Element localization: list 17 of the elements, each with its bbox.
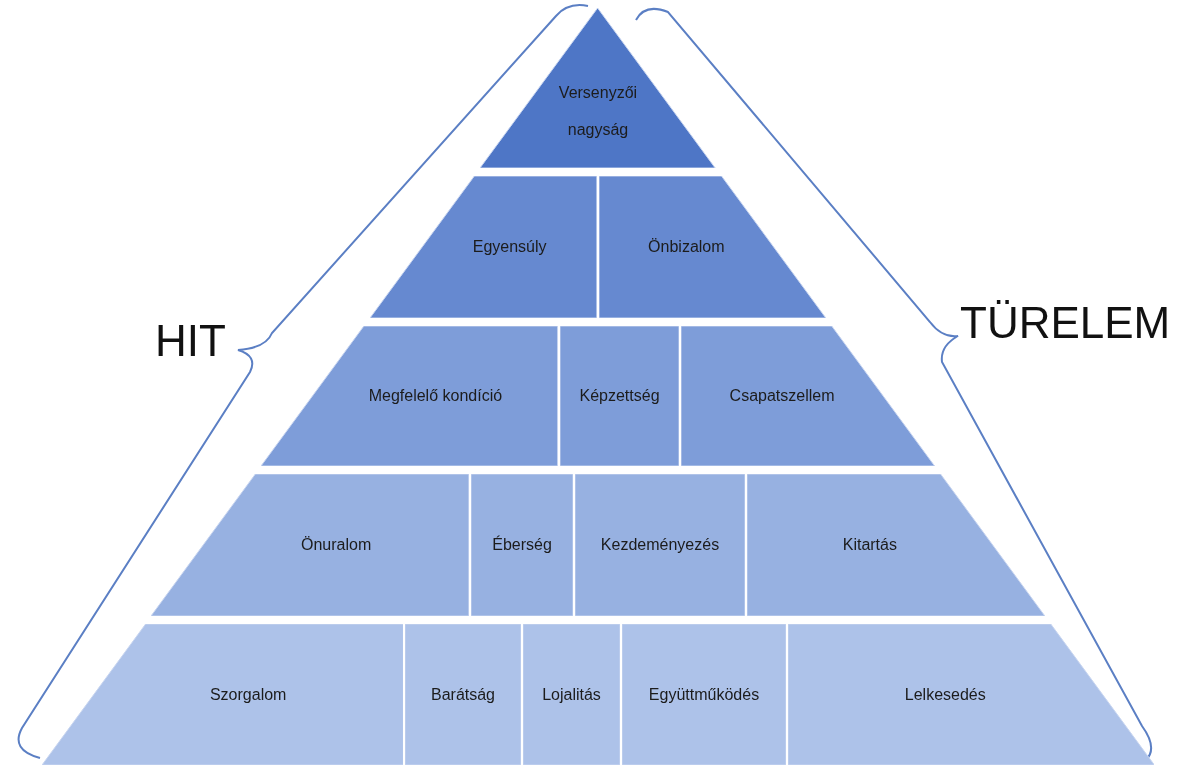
cell-label: Éberség (492, 536, 552, 554)
cell-label: Kezdeményezés (600, 536, 720, 554)
cell-label: Képzettség (579, 387, 660, 405)
cell-label: Kitartás (842, 536, 897, 554)
side-label: HIT (155, 316, 226, 366)
cell-label: Csapatszellem (729, 387, 835, 405)
cell-label: Lelkesedés (904, 685, 986, 704)
cell-label: Együttműködés (648, 685, 760, 704)
cell-label: Versenyzői nagyság (557, 83, 639, 140)
cell-label: Szorgalom (209, 685, 287, 704)
cell-label: Megfelelő kondíció (368, 387, 503, 405)
cell-label: Lojalitás (542, 685, 601, 704)
cell-label: Egyensúly (472, 238, 547, 256)
side-label: TÜRELEM (960, 298, 1171, 348)
cell-label: Önbizalom (648, 238, 725, 256)
cell-label: Barátság (431, 685, 495, 704)
cell-label: Önuralom (301, 536, 372, 554)
